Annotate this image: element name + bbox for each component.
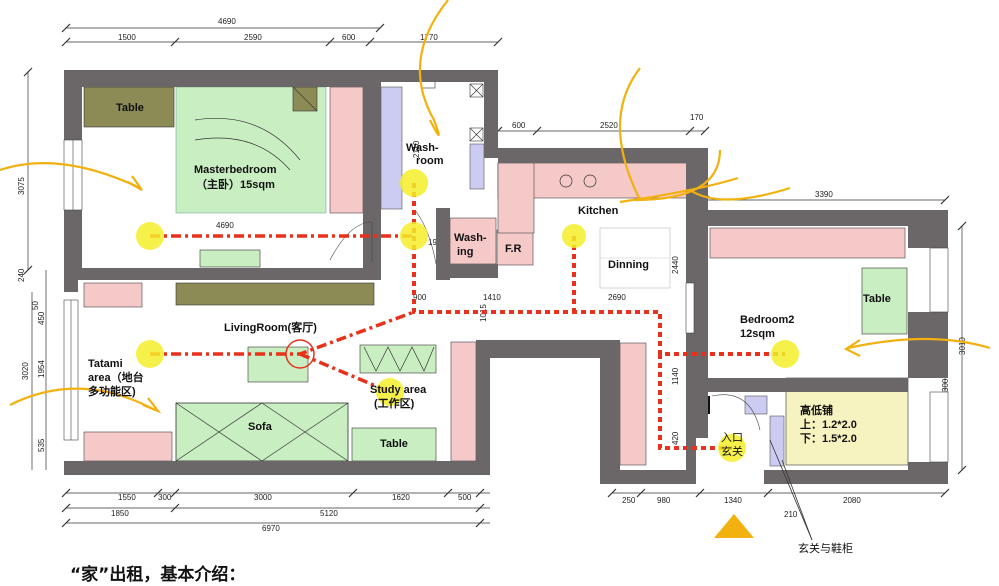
dim-mid-2520: 2520 xyxy=(600,121,618,130)
dim-left-240: 240 xyxy=(17,268,26,282)
dim-right-3010: 3010 xyxy=(958,337,967,355)
dim-top-total: 4690 xyxy=(218,17,236,26)
room-labels: Table Masterbedroom （主卧）15sqm Wash- room… xyxy=(88,102,891,555)
dim-bottom-3000: 3000 xyxy=(254,493,272,502)
leader-line xyxy=(781,459,813,541)
dim-bottom-1550: 1550 xyxy=(118,493,136,502)
dim-bottom-5120: 5120 xyxy=(320,509,338,518)
windows xyxy=(63,139,949,463)
bunk-bed xyxy=(785,377,909,466)
shower xyxy=(380,86,403,210)
label-tatami-2: area（地台 xyxy=(88,370,144,384)
dim-inner-1410: 1410 xyxy=(483,293,501,302)
basin xyxy=(469,143,485,190)
sofa xyxy=(175,402,349,462)
dim-bottom-300: 300 xyxy=(158,493,172,502)
dim-top-2590: 2590 xyxy=(244,33,262,42)
dimension-lines xyxy=(27,27,963,524)
label-bunk-3: 下：1.5*2.0 xyxy=(800,432,857,445)
dim-left-1954: 1954 xyxy=(37,360,46,378)
dim-left-50: 50 xyxy=(31,301,40,310)
dimension-ticks xyxy=(23,23,967,528)
dim-right-300: 300 xyxy=(941,378,950,392)
label-entry-1: 入口 xyxy=(721,432,743,444)
label-table-bottom: Table xyxy=(380,438,408,450)
dim-inner-2110: 2110 xyxy=(412,140,421,158)
label-bedroom2-1: Bedroom2 xyxy=(740,314,794,326)
dim-inner-1140: 1140 xyxy=(671,367,680,385)
dim-left-3020: 3020 xyxy=(21,362,30,380)
label-kitchen: Kitchen xyxy=(578,205,619,217)
dim-left-3075: 3075 xyxy=(17,177,26,195)
table-bedroom2 xyxy=(861,267,908,335)
light-dots xyxy=(136,169,799,462)
fridge xyxy=(496,229,534,266)
label-shoe-cabinet: 玄关与鞋柜 xyxy=(798,541,853,555)
label-fr: F.R xyxy=(505,243,522,255)
label-tatami-1: Tatami xyxy=(88,358,123,370)
shoe-cabinet xyxy=(769,415,785,467)
dim-inner-900: 900 xyxy=(413,293,427,302)
washing-machine xyxy=(449,217,497,265)
dim-inner-420: 420 xyxy=(671,431,680,445)
dim-top-1500: 1500 xyxy=(118,33,136,42)
dim-bottom-980: 980 xyxy=(657,496,671,505)
label-bunk-2: 上：1.2*2.0 xyxy=(800,417,857,431)
dim-bottom-1850: 1850 xyxy=(111,509,129,518)
desk-master xyxy=(199,249,261,268)
label-bunk-1: 高低铺 xyxy=(800,403,833,417)
label-washing-1: Wash- xyxy=(454,232,487,244)
label-bedroom2-2: 12sqm xyxy=(740,328,775,340)
label-masterbedroom: Masterbedroom xyxy=(194,164,277,176)
dim-mid-170: 170 xyxy=(690,113,704,122)
dim-bottom-2080: 2080 xyxy=(843,496,861,505)
table-bottom xyxy=(351,427,437,462)
dim-bottom-1620: 1620 xyxy=(392,493,410,502)
label-washroom-2: room xyxy=(416,155,444,167)
dim-top-1770: 1770 xyxy=(420,33,438,42)
label-table-top: Table xyxy=(116,102,144,114)
label-washroom-1: Wash- xyxy=(406,142,439,154)
dim-mid-600: 600 xyxy=(512,121,526,130)
hall-cabinet xyxy=(619,342,647,466)
label-master-area: （主卧）15sqm xyxy=(196,177,275,191)
label-study-1: Study area xyxy=(370,384,427,396)
label-tatami-3: 多功能区) xyxy=(88,384,136,398)
entry-triangle-icon xyxy=(714,514,754,538)
wardrobe-master xyxy=(329,86,364,214)
dim-inner-4690: 4690 xyxy=(216,221,234,230)
bookshelf xyxy=(450,341,477,462)
label-entry-2: 玄关 xyxy=(721,444,743,458)
tatami-cabinet xyxy=(83,282,143,308)
dim-bottom-250: 250 xyxy=(622,496,636,505)
label-table-right: Table xyxy=(863,293,891,305)
page-title: “家”出租，基本介绍： xyxy=(70,565,246,585)
dim-top-600: 600 xyxy=(342,33,356,42)
route-lines xyxy=(150,183,785,450)
label-dinning: Dinning xyxy=(608,259,649,271)
label-study-2: (工作区) xyxy=(374,396,415,410)
dim-bottom-6970: 6970 xyxy=(262,524,280,533)
wardrobe-bedroom2 xyxy=(709,227,906,259)
label-livingroom: LivingRoom(客厅) xyxy=(224,320,317,334)
label-sofa: Sofa xyxy=(248,421,273,433)
study-desk xyxy=(359,344,437,374)
dim-left-535: 535 xyxy=(37,438,46,452)
label-washing-2: ing xyxy=(457,246,474,258)
wind-arrows xyxy=(0,0,991,414)
walls xyxy=(64,70,948,484)
dim-bottom-210: 210 xyxy=(784,510,798,519)
dim-left-450: 450 xyxy=(37,311,46,325)
dim-right-3390: 3390 xyxy=(815,190,833,199)
dim-bottom-1340: 1340 xyxy=(724,496,742,505)
tv-cabinet xyxy=(175,282,375,306)
dim-inner-2690: 2690 xyxy=(608,293,626,302)
dim-inner-2440: 2440 xyxy=(671,256,680,274)
table-top-master xyxy=(83,86,175,128)
dim-bottom-500: 500 xyxy=(458,493,472,502)
